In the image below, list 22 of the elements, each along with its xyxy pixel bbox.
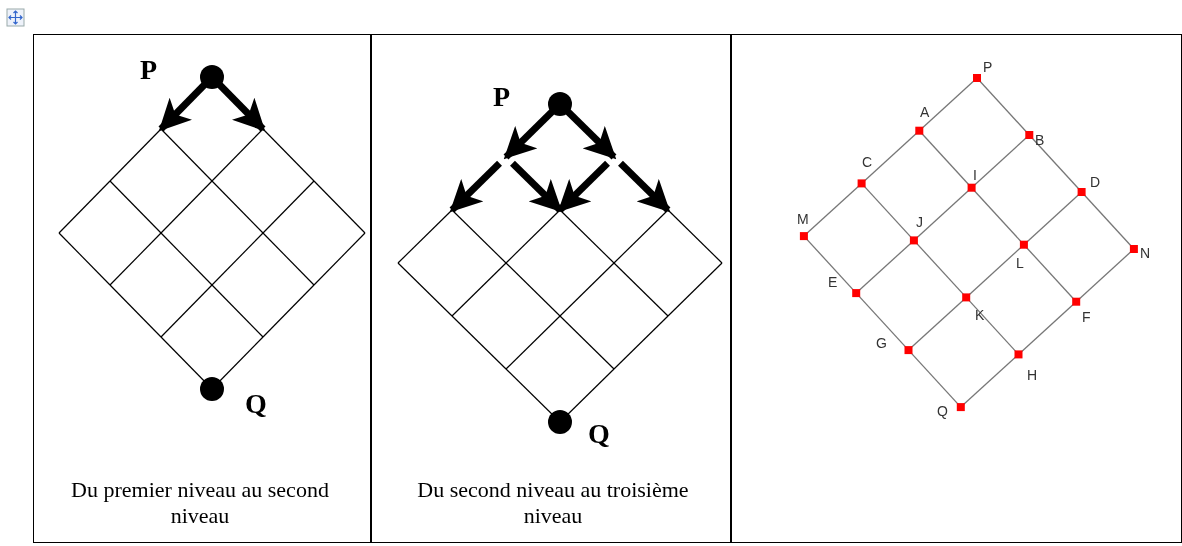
point-label: C xyxy=(862,155,873,169)
point-label: A xyxy=(920,105,930,119)
point-label: F xyxy=(1082,310,1091,324)
point-label: M xyxy=(797,212,809,226)
point-label: L xyxy=(1016,256,1024,270)
point-label: Q xyxy=(245,390,267,418)
point-label: P xyxy=(140,56,158,84)
caption: Du premier niveau au second niveau xyxy=(70,477,330,530)
point-label: E xyxy=(828,275,838,289)
caption: Du second niveau au troisième niveau xyxy=(416,477,690,530)
point-label: P xyxy=(983,60,993,74)
point-label: G xyxy=(876,336,887,350)
point-label: P xyxy=(493,83,511,111)
point-label: B xyxy=(1035,133,1045,147)
point-label: J xyxy=(916,215,923,229)
point-label: H xyxy=(1027,368,1038,382)
point-label: N xyxy=(1140,246,1151,260)
point-label: Q xyxy=(588,420,610,448)
point-label: I xyxy=(973,168,977,182)
point-label: D xyxy=(1090,175,1101,189)
point-label: Q xyxy=(937,404,948,418)
point-label: K xyxy=(975,308,985,322)
